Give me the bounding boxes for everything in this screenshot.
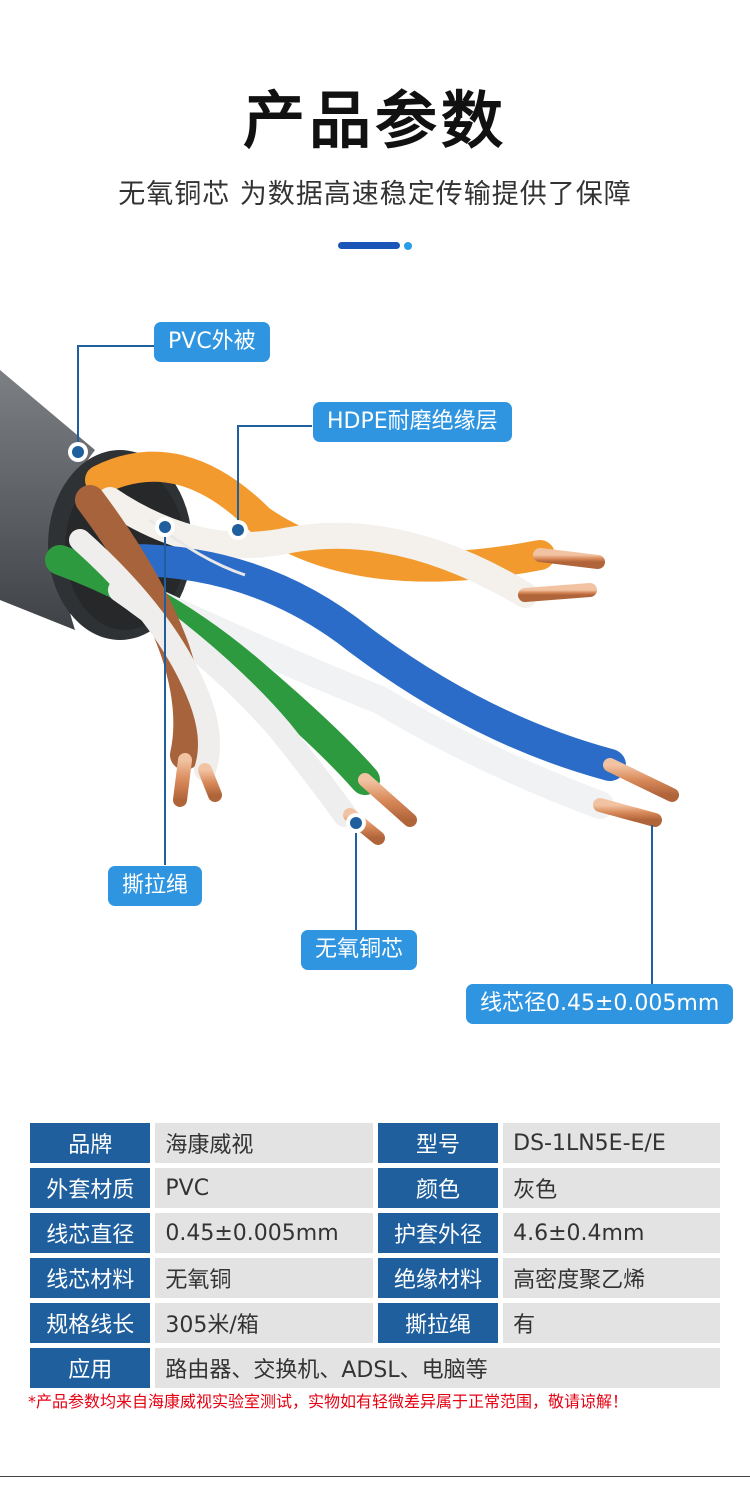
table-row: 应用 路由器、交换机、ADSL、电脑等	[30, 1348, 720, 1388]
spec-key-application: 应用	[30, 1348, 151, 1388]
spec-value: 灰色	[503, 1168, 720, 1208]
blue-wire	[114, 544, 626, 781]
spec-key: 外套材质	[30, 1168, 151, 1208]
spec-key: 线芯直径	[30, 1213, 151, 1253]
label-hdpe-layer: HDPE耐磨绝缘层	[313, 402, 512, 442]
label-core-diameter: 线芯径0.45±0.005mm	[466, 984, 734, 1024]
spec-value: PVC	[155, 1168, 373, 1208]
spec-key: 颜色	[377, 1168, 499, 1208]
title-underline	[338, 242, 400, 249]
title-underline-dot	[404, 242, 412, 250]
spec-key: 型号	[377, 1123, 499, 1163]
spec-key: 规格线长	[30, 1303, 151, 1343]
spec-key: 护套外径	[377, 1213, 499, 1253]
bottom-divider	[0, 1476, 750, 1477]
spec-value: 海康威视	[155, 1123, 373, 1163]
spec-key: 线芯材料	[30, 1258, 151, 1298]
spec-key: 品牌	[30, 1123, 151, 1163]
table-row: 规格线长 305米/箱 撕拉绳 有	[30, 1303, 720, 1343]
label-rip-cord: 撕拉绳	[108, 866, 203, 906]
spec-value-application: 路由器、交换机、ADSL、电脑等	[155, 1348, 720, 1388]
spec-key: 撕拉绳	[377, 1303, 499, 1343]
spec-value: DS-1LN5E-E/E	[503, 1123, 720, 1163]
pvc-jacket	[0, 370, 95, 630]
page-title: 产品参数	[242, 84, 507, 157]
spec-value: 有	[503, 1303, 720, 1343]
spec-value: 高密度聚乙烯	[503, 1258, 720, 1298]
disclaimer-note: *产品参数均来自海康威视实验室测试，实物如有轻微差异属于正常范围，敬请谅解！	[28, 1392, 629, 1411]
brown-white-wire	[69, 529, 220, 781]
table-row: 线芯直径 0.45±0.005mm 护套外径 4.6±0.4mm	[30, 1213, 720, 1253]
cable-illustration	[0, 345, 679, 985]
spec-value: 无氧铜	[155, 1258, 373, 1298]
spec-value: 0.45±0.005mm	[155, 1213, 373, 1253]
spec-value: 305米/箱	[155, 1303, 373, 1343]
spec-key: 绝缘材料	[377, 1258, 499, 1298]
page-subtitle: 无氧铜芯 为数据高速稳定传输提供了保障	[118, 179, 632, 210]
label-oxygen-free-copper: 无氧铜芯	[301, 930, 418, 970]
spec-value: 4.6±0.4mm	[503, 1213, 720, 1253]
label-pvc-jacket: PVC外被	[154, 322, 270, 362]
table-row: 品牌 海康威视 型号 DS-1LN5E-E/E	[30, 1123, 720, 1163]
table-row: 线芯材料 无氧铜 绝缘材料 高密度聚乙烯	[30, 1258, 720, 1298]
spec-table: 品牌 海康威视 型号 DS-1LN5E-E/E 外套材质 PVC 颜色 灰色 线…	[30, 1118, 720, 1393]
table-row: 外套材质 PVC 颜色 灰色	[30, 1168, 720, 1208]
